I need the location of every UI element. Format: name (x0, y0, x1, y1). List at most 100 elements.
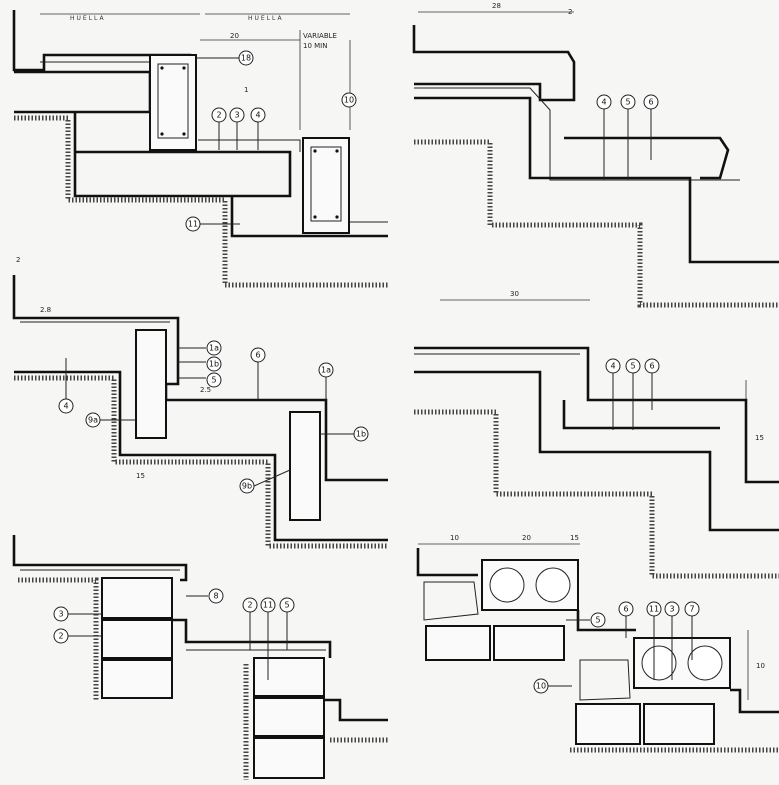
precast-riser-2 (289, 411, 321, 521)
tread-top-e (12, 535, 188, 582)
callout-18-text: 18 (241, 54, 251, 63)
block-f4 (643, 703, 715, 745)
callout-1a-c-text: 1a (209, 344, 219, 353)
callout-1a-c (206, 340, 222, 356)
stone-tread-b2 (564, 136, 730, 180)
callout-6-d (644, 358, 660, 374)
callout-5-f-text: 5 (595, 616, 600, 625)
block-e6 (253, 737, 325, 779)
dim-variable: VARIABLE (303, 32, 337, 40)
block-e2 (101, 619, 173, 659)
callout-4-d-text: 4 (610, 362, 615, 371)
finish-line-b (414, 87, 740, 181)
callout-5-b (620, 94, 636, 110)
dim-10-f-vert: 10 (756, 662, 765, 670)
callout-10-f-text: 10 (536, 682, 546, 691)
dim-28-c: 2.8 (40, 306, 51, 314)
callout-9a-c-text: 9a (88, 416, 98, 425)
stair-soffit-c (14, 370, 388, 542)
dim-25-c: 2.5 (200, 386, 211, 394)
detail-d-stone-stair: 30 15 4 5 6 (414, 290, 779, 579)
block-e4 (253, 657, 325, 697)
callout-4-b-text: 4 (601, 98, 606, 107)
tread-low-f (730, 688, 779, 714)
block-f2 (493, 625, 565, 661)
soil-hatch-e (18, 577, 99, 700)
mortar-bed (198, 139, 301, 152)
callout-11-text: 11 (188, 220, 198, 229)
callout-9b-c-text: 9b (242, 482, 252, 491)
callout-3-e (53, 606, 69, 622)
callout-8-e-text: 8 (213, 592, 218, 601)
dim-15-f: 15 (570, 534, 579, 542)
hollow-core-3 (641, 645, 677, 681)
callout-2-e2-text: 2 (247, 601, 252, 610)
callout-1b-c-text: 1b (209, 360, 219, 369)
tread-mid-e (172, 618, 332, 658)
soil-hatch-a (14, 115, 388, 288)
huella-label-left: HUELLA (70, 15, 106, 22)
detail-e-block-stair: 8 3 2 2 11 5 (12, 535, 388, 780)
callout-10-text: 10 (344, 96, 354, 105)
detail-b-cast-stair: 28 2 4 5 6 (412, 2, 779, 308)
callout-4-c-text: 4 (63, 402, 68, 411)
callout-11-f (646, 601, 662, 617)
soil-hatch-b (414, 139, 779, 308)
precast-tread-beam-2 (302, 137, 350, 234)
callout-5-d-text: 5 (630, 362, 635, 371)
tread-low-e (324, 698, 388, 722)
callout-6-b (643, 94, 659, 110)
soil-hatch-c (14, 375, 388, 549)
callout-2-e2 (242, 597, 258, 613)
callout-11-e-text: 11 (263, 601, 273, 610)
precast-tread-beam-1 (149, 54, 197, 151)
callout-1a-c2 (318, 362, 334, 378)
precast-riser-1 (135, 329, 167, 439)
callout-5-c-text: 5 (211, 376, 216, 385)
callout-10 (341, 92, 357, 108)
callout-5-e-text: 5 (284, 601, 289, 610)
callout-10-f (533, 678, 549, 694)
callout-5-d (625, 358, 641, 374)
callout-9a-c (85, 412, 101, 428)
callout-6-b-text: 6 (648, 98, 653, 107)
callout-11-e (260, 597, 276, 613)
callout-5-e (279, 597, 295, 613)
callout-6-f-text: 6 (623, 605, 628, 614)
label-1: 1 (244, 86, 248, 94)
callout-7-f (684, 601, 700, 617)
detail-c-precast-riser-stair: 2 2.8 15 2.5 1a 1b 5 6 4 9a 1a 1b (12, 256, 388, 549)
callout-1a-c2-text: 1a (321, 366, 331, 375)
rubble-fill-2 (579, 659, 631, 701)
callout-4 (250, 107, 266, 123)
block-e1 (101, 577, 173, 619)
stair-profile-b (414, 96, 779, 264)
callout-1b-c (206, 356, 222, 372)
hollow-core-2 (535, 567, 571, 603)
block-e3 (101, 659, 173, 699)
callout-3-e-text: 3 (58, 610, 63, 619)
tread-top-f (416, 548, 478, 577)
step-mass-3 (230, 196, 388, 238)
callout-18 (238, 50, 254, 66)
dim-15-d: 15 (755, 434, 764, 442)
inner-step-d (562, 400, 720, 430)
callout-4-d (605, 358, 621, 374)
soil-hatch-d (414, 409, 779, 579)
callout-5-c (206, 372, 222, 388)
detail-f-hollow-block-stair: 10 20 15 10 5 6 11 3 7 (416, 534, 779, 753)
callout-6-f (618, 601, 634, 617)
callout-3-text: 3 (234, 111, 239, 120)
step-mass-2 (73, 112, 292, 198)
callout-2-e-text: 2 (58, 632, 63, 641)
callout-4-c (58, 398, 74, 414)
step-mass-1 (14, 70, 152, 114)
callout-2 (211, 107, 227, 123)
callout-1b-c2-text: 1b (356, 430, 366, 439)
callout-4-text: 4 (255, 111, 260, 120)
block-e5 (253, 697, 325, 737)
dim-15-c: 15 (136, 472, 145, 480)
detail-a-precast-tread-stair: HUELLA HUELLA 20 VARIABLE 10 MIN 1 (12, 10, 388, 288)
callout-3 (229, 107, 245, 123)
